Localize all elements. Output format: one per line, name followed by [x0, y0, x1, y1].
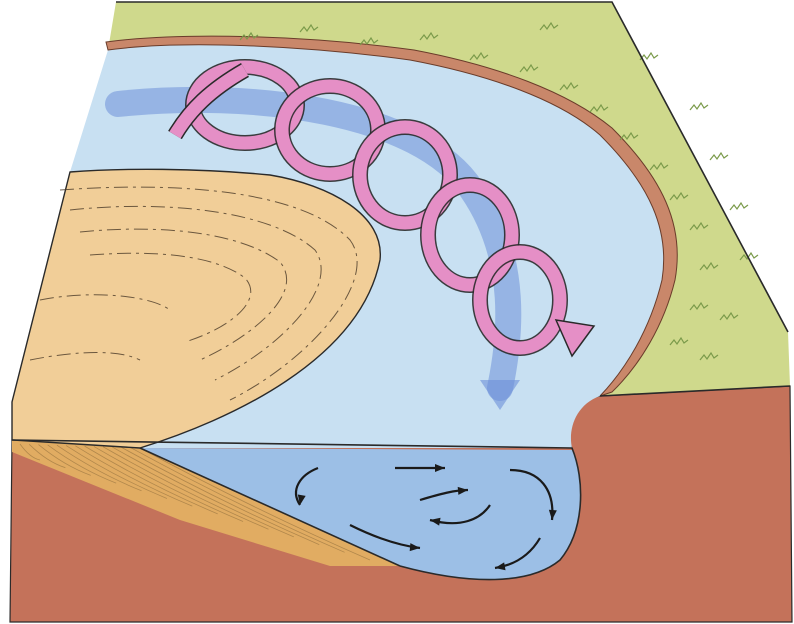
river-meander-diagram — [0, 0, 794, 624]
diagram-canvas — [0, 0, 794, 624]
